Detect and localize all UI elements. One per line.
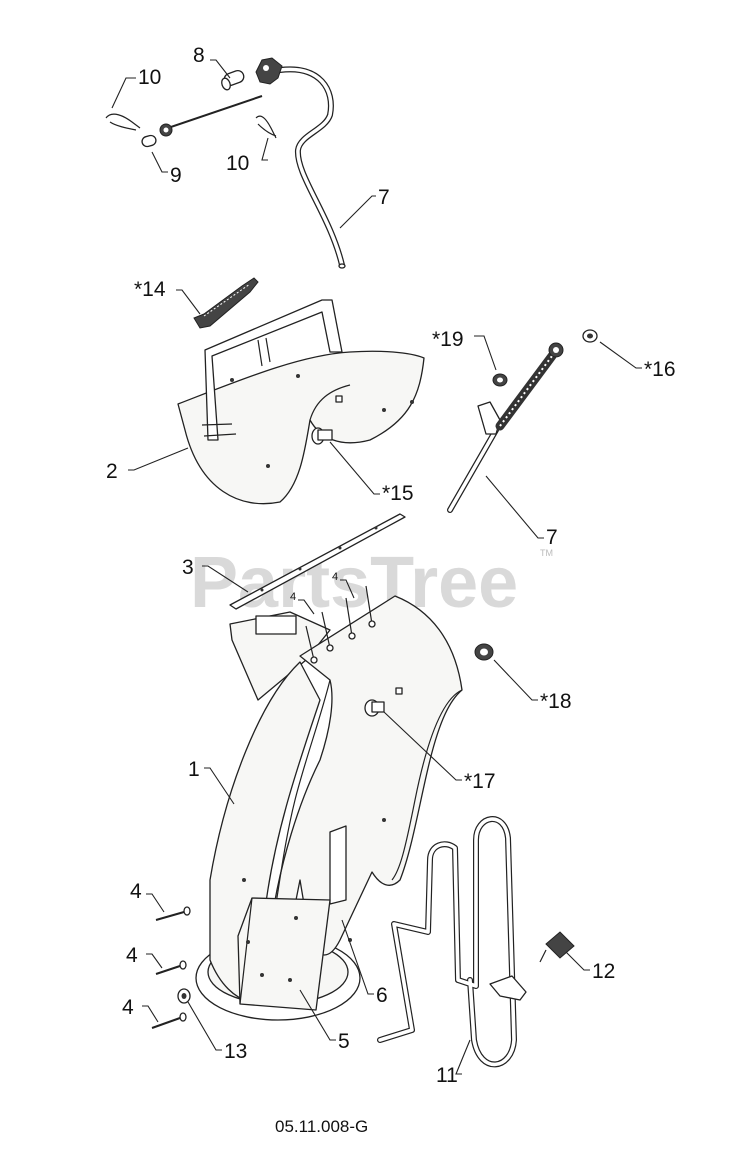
callout-9: 9: [170, 164, 182, 187]
callout-18: *18: [540, 690, 572, 713]
callout-14: *14: [134, 278, 166, 301]
part-8-cable-clip: [221, 57, 283, 91]
callout-2: 2: [106, 460, 118, 483]
part-7-upper-cable: [277, 66, 346, 269]
part-19-bushing: [492, 373, 508, 387]
part-5-bracket: [237, 897, 331, 1011]
part-12-spring: [539, 931, 575, 963]
watermark-text: PartsTree: [190, 543, 518, 623]
callout-3: 3: [182, 556, 194, 579]
part-1-chute: [195, 585, 463, 1021]
part-13-washer: [177, 988, 191, 1004]
part-10-hairpin-clips: [105, 113, 277, 139]
callout-4-b: 4: [126, 944, 138, 967]
callout-10-left: 10: [138, 66, 161, 89]
part-11-handle-rod: [377, 816, 527, 1068]
callout-19: *19: [432, 328, 464, 351]
callout-4-small-1: 4: [290, 591, 296, 603]
watermark-tm: TM: [540, 548, 553, 558]
callout-5: 5: [338, 1030, 350, 1053]
callout-17: *17: [464, 770, 496, 793]
callout-8: 8: [193, 44, 205, 67]
part-3-plate: [229, 513, 406, 610]
callout-12: 12: [592, 960, 615, 983]
callout-13: 13: [224, 1040, 247, 1063]
callout-6: 6: [376, 984, 388, 1007]
part-9-rod: [141, 95, 263, 148]
part-15-pin: [311, 427, 333, 445]
part-14-spring: [193, 277, 259, 329]
callout-7-lower: 7: [546, 526, 558, 549]
callout-10-right: 10: [226, 152, 249, 175]
part-16-nut: [582, 329, 598, 343]
callout-4-c: 4: [122, 996, 134, 1019]
callout-labels: 8 10 9 10 7 *14 *19 *16 2 *15 7 3 4 4 *1…: [106, 44, 676, 1087]
callout-7-upper: 7: [378, 186, 390, 209]
callout-4-small-2: 4: [332, 571, 338, 583]
callout-4-a: 4: [130, 880, 142, 903]
callout-1: 1: [188, 758, 200, 781]
callout-15: *15: [382, 482, 414, 505]
leader-lines: [111, 59, 642, 1075]
callout-16: *16: [644, 358, 676, 381]
callout-11: 11: [436, 1064, 458, 1087]
part-7-lower-crank: [447, 342, 564, 513]
part-4-rivets: [151, 906, 191, 1029]
part-17-pin: [364, 699, 385, 717]
part-18-nut: [474, 643, 494, 661]
diagram-caption: 05.11.008-G: [275, 1117, 368, 1136]
part-2-deflector: [177, 299, 425, 505]
